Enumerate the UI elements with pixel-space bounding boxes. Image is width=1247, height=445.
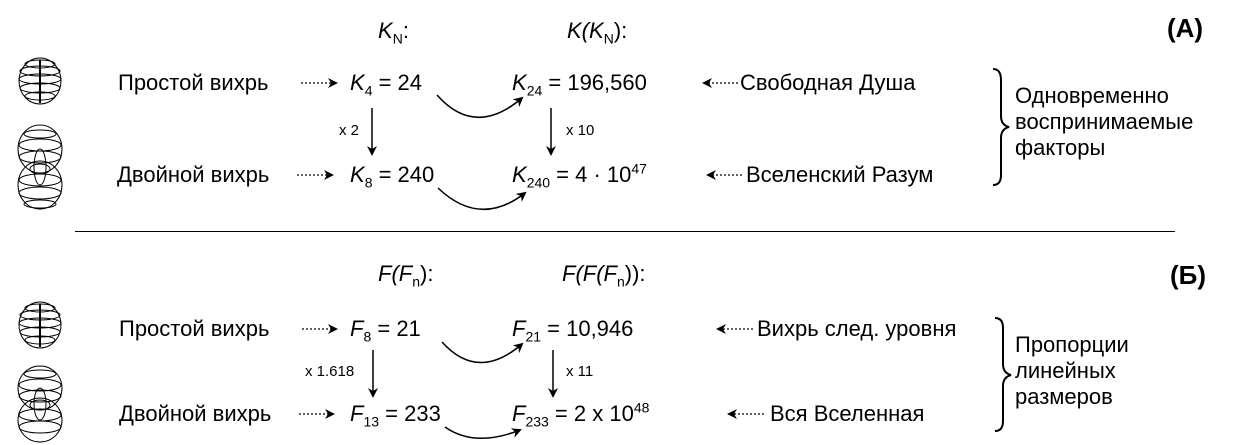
a-row2-left-label: Двойной вихрь — [117, 162, 270, 187]
b-row1-right-label: Вихрь след. уровня — [757, 316, 957, 341]
a-row1-value1: K4 = 24 — [350, 70, 423, 99]
b-row2-value1: F13 = 233 — [350, 401, 441, 430]
b-single-vortex-icon — [18, 301, 62, 349]
a-mult-left: x 2 — [339, 122, 360, 139]
a-row2-right-label: Вселенский Разум — [746, 162, 934, 187]
b-double-vortex-icon — [17, 365, 63, 443]
a-double-vortex-icon — [17, 124, 63, 210]
panel-divider — [75, 231, 1175, 232]
b-vertical-arrows — [368, 350, 558, 398]
b-right-arrows — [716, 324, 764, 419]
a-row2-value2: K240 = 4 · 1047 — [512, 160, 647, 191]
b-row1-value1: F8 = 21 — [350, 316, 421, 345]
a-brace — [992, 68, 1010, 186]
b-mult-left: x 1.618 — [305, 363, 355, 380]
b-row2-left-label: Двойной вихрь — [119, 401, 272, 426]
b-mult-right: x 11 — [566, 363, 594, 380]
b-row1-curved-arrow — [441, 341, 524, 364]
b-brace-text: Пропорции линейных размеров — [1015, 332, 1129, 409]
a-row2-curved-arrow — [437, 187, 527, 211]
b-curved-arrows — [441, 341, 524, 439]
b-row1-value2: F21 = 10,946 — [512, 316, 634, 345]
a-row1-left-label: Простой вихрь — [118, 70, 269, 95]
a-col2-header: K(KN): — [567, 18, 628, 47]
b-col1-header: F(Fn): — [378, 261, 434, 290]
a-vertical-arrows — [367, 108, 556, 156]
panel-b-label: (Б) — [1170, 260, 1207, 290]
a-brace-text: Одновременно воспринимаемые факторы — [1015, 83, 1194, 160]
a-row1-value2: K24 = 196,560 — [512, 70, 647, 99]
a-left-arrows — [297, 78, 338, 180]
a-mult-right: x 10 — [566, 122, 595, 139]
b-brace — [994, 317, 1012, 432]
a-single-vortex-icon — [18, 57, 62, 105]
a-right-arrows — [702, 78, 742, 180]
a-curved-arrows — [436, 94, 527, 211]
b-left-arrows — [299, 324, 338, 419]
a-row2-value1: K8 = 240 — [350, 162, 435, 191]
b-col2-header: F(F(Fn)): — [562, 261, 646, 290]
b-row2-value2: F233 = 2 x 1048 — [512, 399, 650, 430]
b-row2-right-label: Вся Вселенная — [770, 401, 925, 426]
a-row1-right-label: Свободная Душа — [740, 70, 916, 95]
panel-a-label: (А) — [1167, 13, 1204, 43]
b-row1-left-label: Простой вихрь — [119, 316, 270, 341]
a-col1-header: KN: — [378, 18, 409, 47]
b-row2-curved-arrow — [444, 426, 522, 439]
a-row1-curved-arrow — [436, 94, 524, 118]
